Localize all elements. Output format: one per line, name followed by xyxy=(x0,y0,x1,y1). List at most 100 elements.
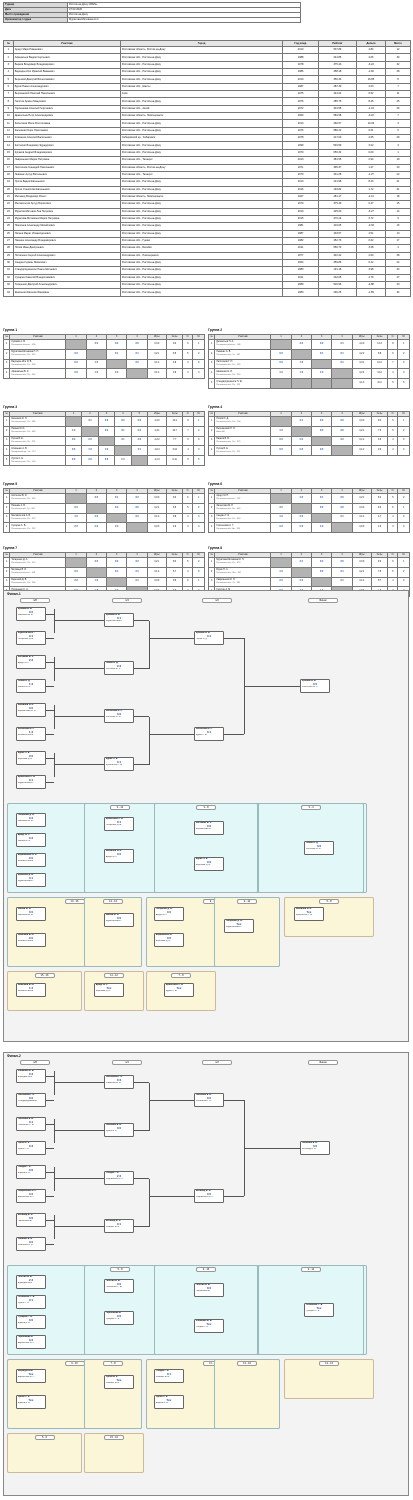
score-cell: 0:3 xyxy=(65,566,87,578)
score-cell: 3:0 xyxy=(311,416,333,427)
games-cell: 3,1:2 xyxy=(351,512,372,524)
table-cell: 4.79 xyxy=(355,273,387,283)
table-cell: 191.18 xyxy=(317,266,357,275)
empty-cell xyxy=(311,512,333,524)
player-name: Потапенко С. А. xyxy=(11,589,28,591)
player-region: Ростовская обл., Ро... 395 xyxy=(216,364,269,367)
zone-label: 7...8 xyxy=(171,973,191,978)
connector-line xyxy=(54,1226,104,1227)
player-name: Муратова-Митевина М. П. xyxy=(216,559,245,562)
score-cell: 0:3 xyxy=(85,522,108,534)
table-cell: Афанасьев Вадим Сергеевич xyxy=(12,53,121,62)
match-loser: Дементьев П. А. xyxy=(105,764,123,767)
table-cell: 2010 xyxy=(282,75,319,84)
empty-cell xyxy=(290,378,313,389)
player-rating: 584 xyxy=(237,344,241,347)
column-header: 4 xyxy=(331,334,353,340)
player-cell: Муратова-Митевина П. П.Ростовская обл., … xyxy=(9,348,67,360)
table-cell: Ростовская обл., Ростов-на-Дону xyxy=(119,119,284,128)
player-region: Ростовская обл., Ро... 425 xyxy=(11,354,64,357)
score-cell: 3:0 xyxy=(311,502,333,514)
table-cell: 2010 xyxy=(282,45,319,55)
connector-line xyxy=(54,668,104,669)
column-header: Игры xyxy=(351,334,372,340)
match-score: 2:3 xyxy=(116,1173,122,1178)
points-cell: 3 xyxy=(182,522,194,534)
score-cell: 1:3 xyxy=(85,576,108,588)
place-cell: 4 xyxy=(397,445,410,457)
place-cell: 3 xyxy=(397,358,410,370)
table-cell: 7 xyxy=(385,112,411,121)
match-winner: Галстян А. М. xyxy=(195,1284,211,1287)
games-cell: 3,2:1 xyxy=(146,348,167,360)
player-region: Ростовская обл., Ро... 194 xyxy=(11,461,64,464)
score-cell: 0:3 xyxy=(64,435,83,447)
